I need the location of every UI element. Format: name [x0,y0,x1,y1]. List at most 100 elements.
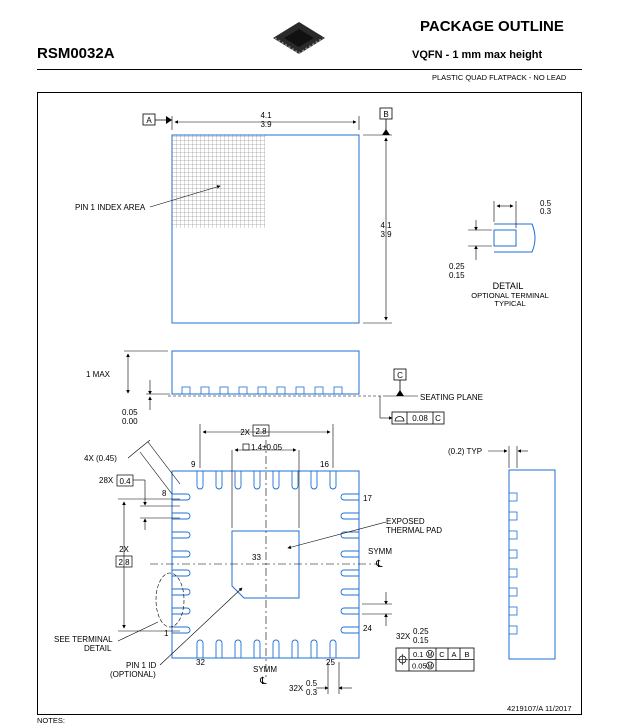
svg-text:M: M [428,653,433,659]
top-width-min: 3.9 [260,120,272,129]
standoff-min: 0.00 [122,417,138,426]
detail-subtitle-1: OPTIONAL TERMINAL [471,291,549,300]
pin1-id-2: (OPTIONAL) [110,670,156,679]
side-terminal [276,386,286,395]
right-lead [340,493,359,501]
seating-plane-label: SEATING PLANE [420,393,483,402]
notes-label: NOTES: [37,716,65,725]
left-lead [172,550,191,558]
top-width-max: 4.1 [260,111,272,120]
tol-pos-2: 0.05 [412,662,427,671]
position-tolerance-frame: 0.1 M C A B 0.05 M [395,647,475,672]
top-view: A 4.1 3.9 B 4.1 3.9 PIN 1 INDEX AREA [75,107,393,324]
terminal-detail: 0.5 0.3 0.25 0.15 DETAIL OPTIONAL TERMIN… [449,199,552,308]
side-terminal [238,386,248,395]
top-lead [310,471,318,490]
side-terminal [295,386,305,395]
left-lead [172,512,191,520]
pin-17: 17 [363,494,372,503]
package-description: PLASTIC QUAD FLATPACK - NO LEAD [432,73,567,82]
detail-top-max: 0.5 [540,199,552,208]
top-height-max: 4.1 [380,221,392,230]
strip-lead [508,568,518,578]
see-terminal-1: SEE TERMINAL [54,635,113,644]
detail-side-min: 0.15 [449,271,465,280]
datum-a-box: A [142,113,172,126]
flatness-icon [394,416,405,422]
lead-width2-max: 0.25 [413,627,429,636]
lead-width-count: 28X [99,476,114,485]
strip-lead [508,625,518,635]
vertical-value: 2.8 [118,558,130,567]
datum-b: B [383,110,388,119]
bottom-lead [310,639,318,658]
bottom-view: 2X 2.8 1.4±0.05 4X (0.45) 28X 0.4 2X 2.8… [54,424,475,697]
pin1-id-1: PIN 1 ID [126,661,156,670]
bottom-lead [253,639,261,658]
pad-size: 1.4±0.05 [251,443,283,452]
side-terminal [219,386,229,395]
tol-datum-c: C [439,650,445,659]
detail-top-min: 0.3 [540,207,552,216]
centerline-bottom: ℄ [259,676,267,687]
lead-len-min: 0.3 [306,688,318,697]
tol-datum-a: A [451,650,456,659]
bottom-lead [234,639,242,658]
right-lead [340,588,359,596]
corner-chamfer: 4X (0.45) [84,454,117,463]
symm-label-right: SYMM [368,547,392,556]
thermal-pad [231,530,300,599]
left-lead [172,493,191,501]
left-lead [172,607,191,615]
header-divider [37,69,582,70]
pin-9: 9 [191,460,196,469]
side-terminal [181,386,191,395]
exposed-pad-label-2: THERMAL PAD [386,526,442,535]
mmc-icon [426,650,434,658]
flatness-value: 0.08 [412,414,428,423]
side-terminal [333,386,343,395]
lead-width-value: 0.4 [119,477,131,486]
pin1-index-label: PIN 1 INDEX AREA [75,203,146,212]
top-lead [291,471,299,490]
pin-32: 32 [196,658,205,667]
top-height-min: 3.9 [380,230,392,239]
side-strip-view: (0.2) TYP [448,446,556,660]
square-icon [242,443,250,451]
pitch-count: 2X [240,428,250,437]
standoff-max: 0.05 [122,408,138,417]
terminal-detail-circle [155,572,185,628]
tol-pos-1: 0.1 [413,650,423,659]
side-view: 1 MAX 0.05 0.00 C SEATING PLANE 0.08 C [86,350,483,426]
side-max-height: 1 MAX [86,370,111,379]
top-lead [196,471,204,490]
top-lead [215,471,223,490]
page-title: PACKAGE OUTLINE [420,18,564,35]
left-lead [172,569,191,577]
strip-lead [508,492,518,502]
detail-side-max: 0.25 [449,262,465,271]
drawing-frame [37,92,582,715]
pin-24: 24 [363,624,372,633]
datum-b-box: B [379,107,393,135]
pin-8: 8 [162,489,167,498]
strip-lead [508,549,518,559]
right-lead [340,531,359,539]
flatness-frame: 0.08 C [391,411,445,425]
lead-width2-count: 32X [396,632,411,641]
strip-lead [508,511,518,521]
right-lead [340,569,359,577]
chip-package-icon [273,22,325,54]
strip-lead [508,530,518,540]
right-lead [340,550,359,558]
pin-16: 16 [320,460,329,469]
top-view-body [171,134,360,324]
datum-c: C [397,371,403,380]
bottom-lead [329,639,337,658]
bottom-lead [291,639,299,658]
left-lead [172,531,191,539]
doc-number: 4219107/A 11/2017 [507,704,572,713]
strip-lead [508,606,518,616]
left-lead [172,626,191,634]
